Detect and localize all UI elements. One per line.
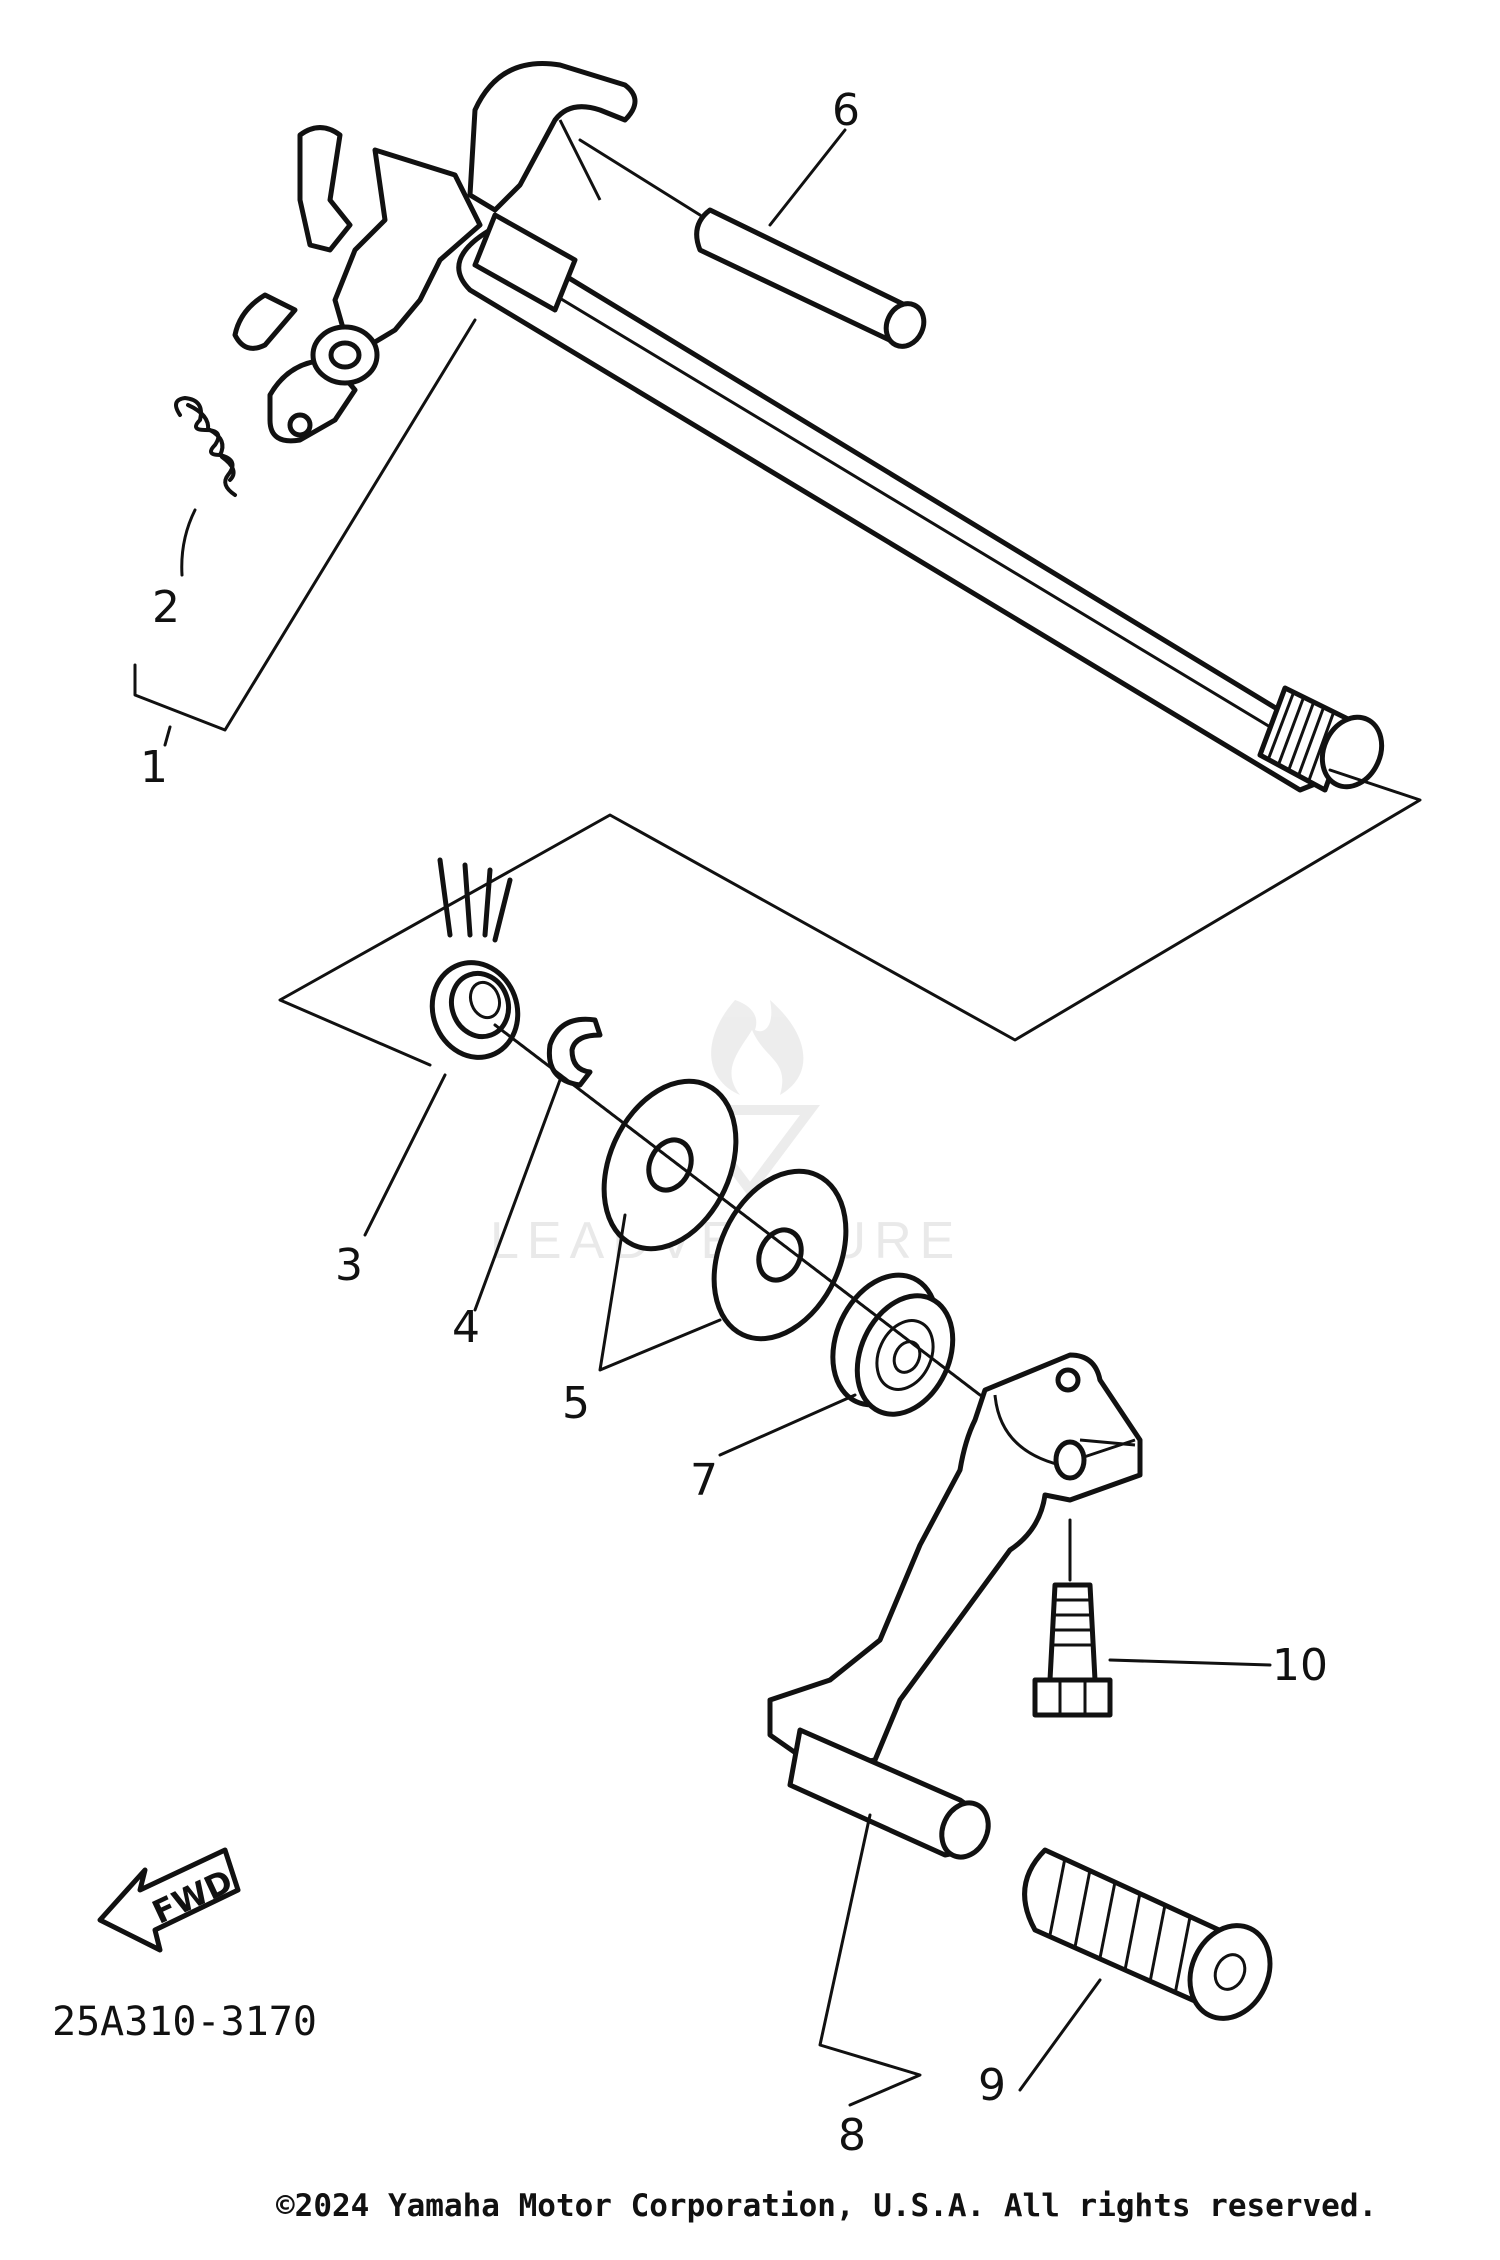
callout-5: 5 bbox=[562, 1378, 590, 1429]
callout-10: 10 bbox=[1272, 1640, 1328, 1691]
callout-4: 4 bbox=[452, 1302, 480, 1353]
callout-8: 8 bbox=[838, 2110, 866, 2161]
oil-seal bbox=[830, 1272, 956, 1417]
pin bbox=[694, 207, 927, 349]
callout-6: 6 bbox=[832, 85, 860, 136]
callout-3: 3 bbox=[335, 1240, 363, 1291]
shift-shaft bbox=[232, 61, 1385, 793]
part-code: 25A310-3170 bbox=[52, 1999, 317, 2045]
callout-7: 7 bbox=[690, 1455, 718, 1506]
washer-2 bbox=[711, 1168, 849, 1342]
torsion-spring bbox=[429, 857, 521, 1060]
callout-1: 1 bbox=[140, 742, 168, 793]
leader-lines bbox=[133, 128, 1422, 2107]
callout-2: 2 bbox=[152, 582, 180, 633]
bolt bbox=[1032, 1582, 1113, 1718]
callout-labels: 1 2 3 4 5 6 7 8 9 10 bbox=[140, 85, 1328, 2161]
shift-pedal bbox=[767, 1352, 1143, 1860]
shaft-spline bbox=[1257, 685, 1385, 793]
copyright-notice: ©2024 Yamaha Motor Corporation, U.S.A. A… bbox=[276, 2188, 1378, 2224]
fwd-arrow: FWD bbox=[97, 1847, 241, 1953]
washer-1 bbox=[601, 1078, 739, 1252]
circlip bbox=[546, 1016, 603, 1088]
pedal-rubber bbox=[1022, 1847, 1273, 2021]
callout-9: 9 bbox=[978, 2060, 1006, 2111]
return-spring bbox=[174, 396, 237, 497]
